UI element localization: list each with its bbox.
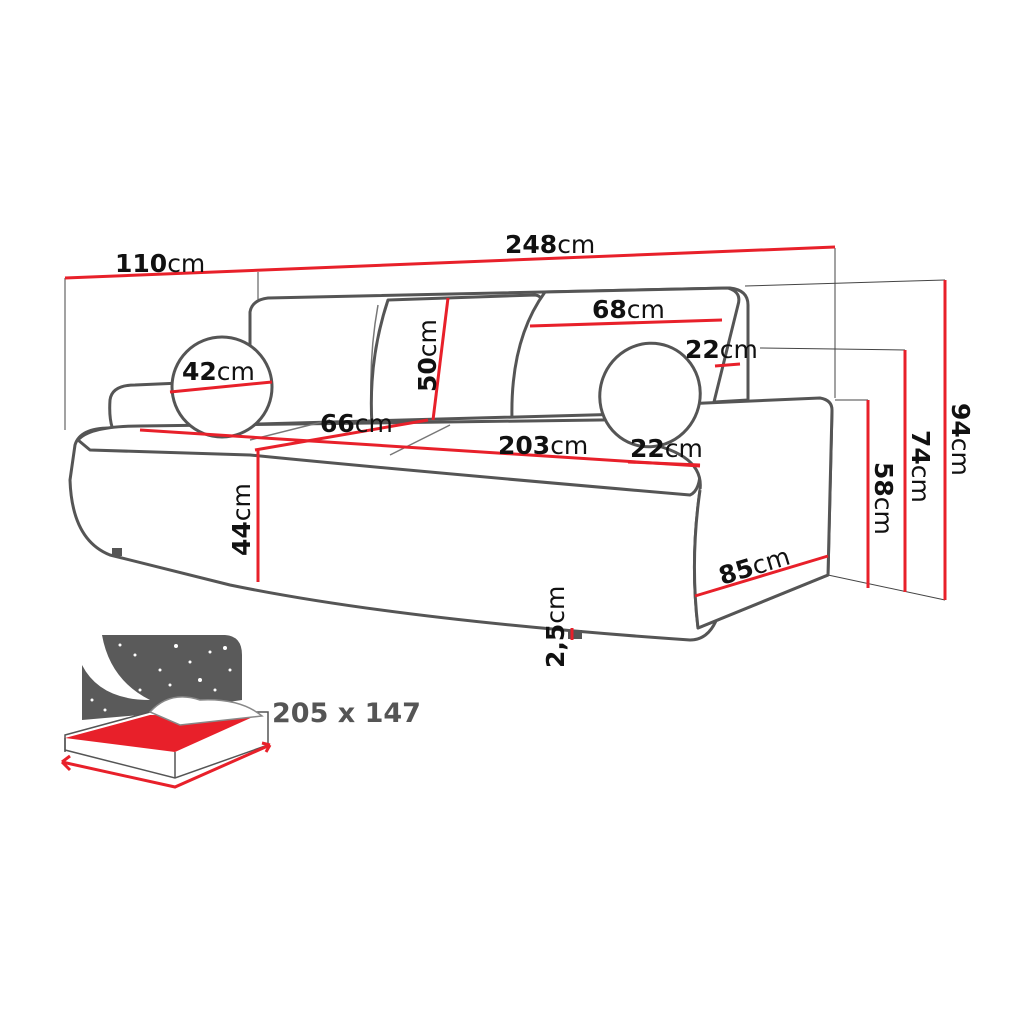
- back-top-depth-label: 22cm: [685, 335, 758, 364]
- back-cushion-height-label: 50cm: [413, 319, 442, 392]
- armrest-height-label: 58cm: [869, 462, 898, 535]
- seat-height-label: 44cm: [227, 483, 256, 556]
- back-height-label: 74cm: [906, 430, 935, 503]
- pillow-diameter-label: 42cm: [182, 357, 255, 386]
- sleeping-area-label: 205 x 147: [272, 698, 421, 729]
- bed-icon: [60, 635, 272, 789]
- right-armrest-front: [692, 409, 834, 630]
- back-cushion-width-label: 68cm: [592, 295, 665, 324]
- width-label: 248cm: [505, 230, 595, 259]
- sofa-drawing: [68, 286, 834, 642]
- sofa-leg: [568, 630, 582, 639]
- depth-label: 110cm: [115, 249, 205, 278]
- seat-depth-label: 66cm: [320, 409, 393, 438]
- pillow-right: [598, 341, 702, 449]
- sofa-leg: [112, 548, 122, 556]
- dimension-lines: [64, 245, 947, 640]
- leg-height-label: 2,5cm: [541, 586, 570, 668]
- reference-lines: [64, 248, 946, 601]
- seat-width-label: 203cm: [498, 431, 588, 460]
- seat-top: [76, 418, 702, 497]
- armrest-width-label: 22cm: [630, 434, 703, 463]
- total-height-label: 94cm: [946, 403, 975, 476]
